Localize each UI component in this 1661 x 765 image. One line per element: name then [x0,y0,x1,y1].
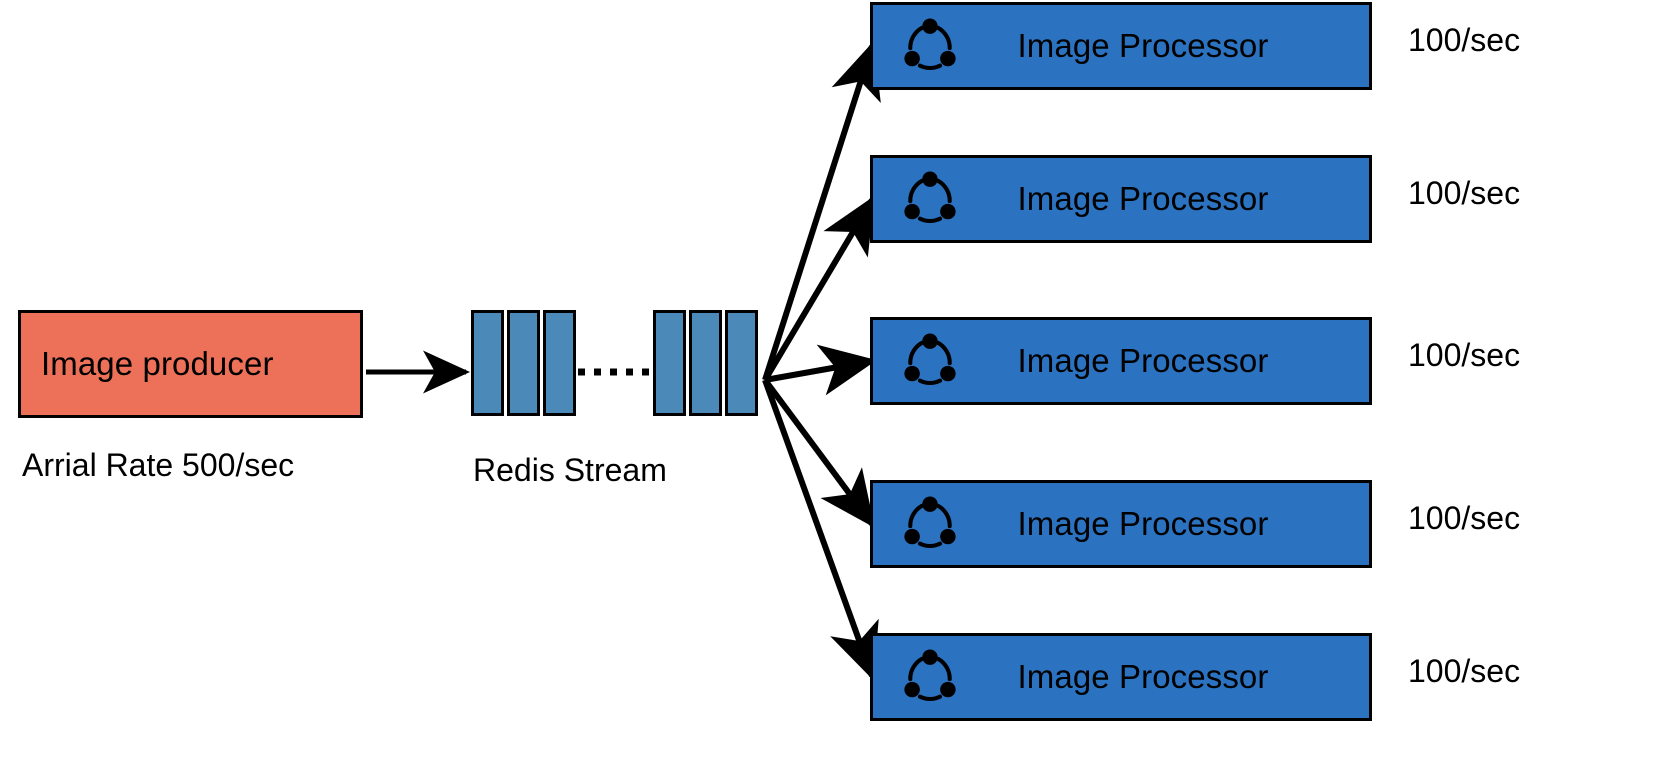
processor-rate-1: 100/sec [1408,22,1521,58]
image-producer-label: Image producer [41,345,274,382]
stream-block-a1 [471,310,504,416]
processor-node-5[interactable]: Image Processor [870,633,1372,721]
processor-label: Image Processor [1017,180,1269,217]
processor-label: Image Processor [1017,505,1269,542]
arrival-rate-caption: Arrial Rate 500/sec [22,447,295,483]
stream-block-a3 [543,310,576,416]
edge-stream-to-processor-5 [762,378,879,681]
edge-stream-to-processor-3 [764,344,877,396]
processor-node-2[interactable]: Image Processor [870,155,1372,243]
share-nodes-icon [904,649,956,701]
edge-stream-to-processor-2 [762,195,875,382]
edge-stream-to-processor-1 [762,41,881,381]
processor-label: Image Processor [1017,342,1269,379]
redis-stream-label: Redis Stream [473,452,667,488]
processor-label: Image Processor [1017,27,1269,64]
share-nodes-icon [904,171,956,223]
stream-block-b1 [653,310,686,416]
processor-rate-3: 100/sec [1408,337,1521,373]
processor-label: Image Processor [1017,658,1269,695]
share-nodes-icon [904,496,956,548]
stream-block-a2 [507,310,540,416]
processor-rate-4: 100/sec [1408,500,1521,536]
processor-node-1[interactable]: Image Processor [870,2,1372,90]
image-producer-node[interactable]: Image producer [18,310,363,418]
stream-block-b3 [725,310,758,416]
processor-node-4[interactable]: Image Processor [870,480,1372,568]
share-nodes-icon [904,333,956,385]
stream-block-b2 [689,310,722,416]
edge-stream-to-processor-4 [762,378,875,528]
share-nodes-icon [904,18,956,70]
processor-rate-2: 100/sec [1408,175,1521,211]
processor-rate-5: 100/sec [1408,653,1521,689]
processor-node-3[interactable]: Image Processor [870,317,1372,405]
